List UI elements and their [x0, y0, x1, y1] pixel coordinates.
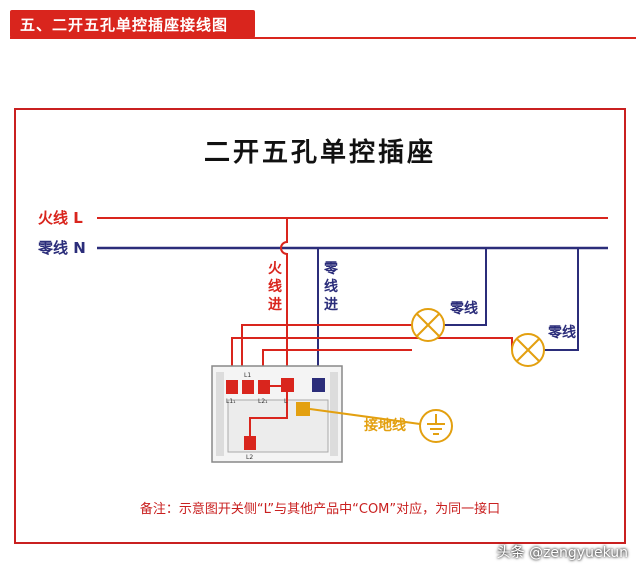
diagram-frame	[14, 108, 626, 544]
terminal-n	[312, 378, 325, 392]
terminal-l1-sub	[226, 380, 238, 394]
terminal-label-l: L	[284, 398, 288, 405]
ground-symbol-icon	[419, 409, 453, 443]
lamp2-neutral-label: 零线	[548, 325, 576, 341]
live-drop-wire	[280, 218, 288, 378]
lamp1-neutral-wire	[444, 248, 487, 326]
terminal-label-l2: L2	[246, 454, 253, 461]
terminal-ground	[296, 402, 310, 416]
diagram-title: 二开五孔单控插座	[203, 138, 436, 168]
lamp2-icon	[511, 333, 545, 367]
terminal-l1	[242, 380, 254, 394]
lamp1-neutral-label: 零线	[450, 301, 478, 317]
terminal-label-l1-sub: L1₁	[226, 398, 236, 405]
lamp2-neutral-wire	[544, 248, 579, 351]
terminal-l2-sub	[258, 380, 270, 394]
l2-link-wire	[249, 392, 288, 436]
lamp1-icon	[411, 308, 445, 342]
terminal-l2	[244, 436, 256, 450]
header-bar	[10, 10, 255, 38]
lamp2-live-wire-b	[231, 337, 513, 382]
ground-wire-label: 接地线	[364, 418, 406, 434]
footnote: 备注：示意图开关侧“L”与其他产品中“COM”对应，为同一接口	[139, 502, 501, 517]
terminal-label-l2-sub: L2₁	[258, 398, 268, 405]
terminal-l	[281, 378, 294, 392]
header-title: 五、二开五孔单控插座接线图	[20, 16, 229, 34]
live-in-label: 火线进	[268, 261, 282, 313]
live-line-label: 火线 L	[38, 209, 83, 227]
neutral-in-label: 零线进	[324, 261, 338, 313]
ground-wire	[309, 408, 421, 425]
lamp2-live-wire	[241, 324, 412, 382]
neutral-line-label: 零线 N	[38, 239, 86, 257]
header-underline	[10, 37, 636, 39]
watermark: 头条 @zengyuekun	[496, 545, 628, 561]
terminal-label-l1: L1	[244, 372, 251, 379]
